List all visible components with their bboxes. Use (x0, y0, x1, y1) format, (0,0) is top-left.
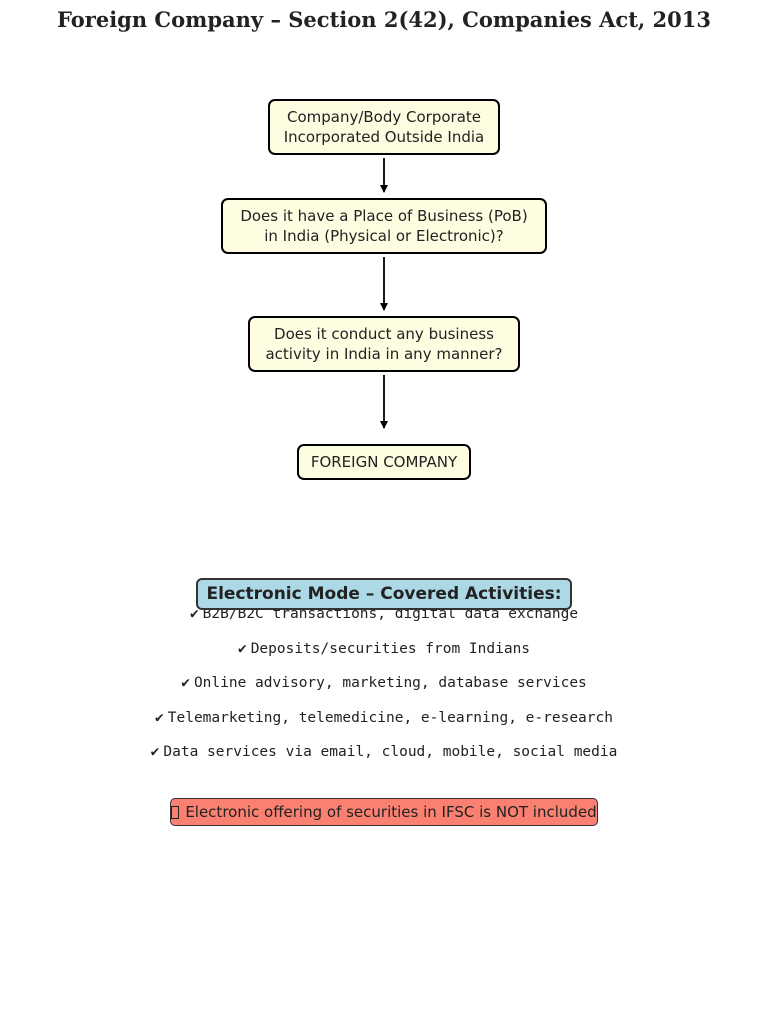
list-item: ✔B2B/B2C transactions, digital data exch… (0, 602, 768, 637)
check-icon: ✔ (181, 675, 190, 691)
check-icon: ✔ (155, 709, 164, 726)
check-icon: ✔ (150, 744, 160, 760)
list-item: ✔Deposits/securities from Indians (0, 637, 768, 672)
activity-text: Deposits/securities from Indians (250, 640, 531, 657)
check-icon: ✔ (189, 606, 199, 622)
check-icon: ✔ (237, 640, 247, 657)
missing-glyph-icon (171, 805, 180, 819)
page-title: Foreign Company – Section 2(42), Compani… (57, 7, 711, 32)
activity-text: B2B/B2C transactions, digital data excha… (202, 606, 579, 622)
exclusion-note: Electronic offering of securities in IFS… (170, 798, 598, 826)
activity-text: Online advisory, marketing, database ser… (193, 675, 587, 691)
covered-activities-list: ✔B2B/B2C transactions, digital data exch… (0, 602, 768, 775)
activity-text: Data services via email, cloud, mobile, … (163, 744, 618, 760)
exclusion-text: Electronic offering of securities in IFS… (185, 803, 597, 821)
electronic-mode-heading: Electronic Mode – Covered Activities: (196, 578, 572, 610)
list-item: ✔Data services via email, cloud, mobile,… (0, 740, 768, 775)
list-item: ✔Telemarketing, telemedicine, e-learning… (0, 706, 768, 741)
activity-text: Telemarketing, telemedicine, e-learning,… (167, 709, 613, 726)
flow-node-place-of-business: Does it have a Place of Business (PoB) i… (221, 198, 547, 254)
list-item: ✔Online advisory, marketing, database se… (0, 671, 768, 706)
flow-node-business-activity: Does it conduct any business activity in… (248, 316, 520, 372)
flow-node-foreign-company: FOREIGN COMPANY (297, 444, 471, 480)
flow-node-incorporated-outside-india: Company/Body Corporate Incorporated Outs… (268, 99, 500, 155)
